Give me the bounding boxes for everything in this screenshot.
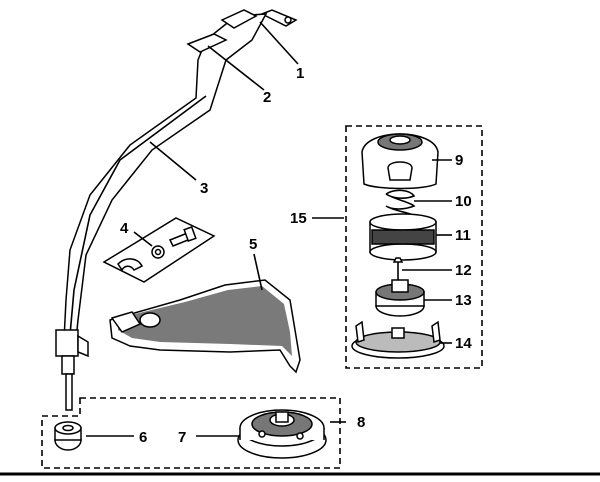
callout-4: 4: [120, 220, 129, 237]
callout-5: 5: [249, 236, 257, 253]
base-plate: [351, 320, 445, 359]
screw: [392, 257, 404, 280]
head-assembly-box: [41, 397, 341, 469]
debris-guard: [109, 279, 301, 374]
outer-spool-housing: [361, 133, 439, 190]
callout-11: 11: [455, 227, 471, 244]
callout-12: 12: [455, 262, 472, 279]
inner-spool: [369, 213, 437, 261]
trimmer-head: [237, 409, 327, 459]
callout-14: 14: [455, 335, 472, 352]
label-decal-1: [220, 9, 258, 29]
callout-10: 10: [455, 193, 472, 210]
callout-8: 8: [357, 414, 365, 431]
label-decal-2: [186, 33, 228, 53]
adapter-nut: [54, 421, 82, 451]
callout-13: 13: [455, 292, 472, 309]
callout-9: 9: [455, 152, 463, 169]
callout-7: 7: [178, 429, 186, 446]
hardware-kit: [102, 217, 216, 283]
spool-retainer: [375, 279, 425, 317]
drive-shaft: [55, 9, 298, 411]
leader-lines: [86, 21, 452, 437]
callout-15: 15: [290, 210, 307, 227]
callout-1: 1: [296, 65, 304, 82]
callout-2: 2: [263, 89, 271, 106]
callout-3: 3: [200, 180, 208, 197]
spring: [385, 189, 416, 217]
callout-6: 6: [139, 429, 147, 446]
spool-assembly-box: [345, 125, 483, 369]
